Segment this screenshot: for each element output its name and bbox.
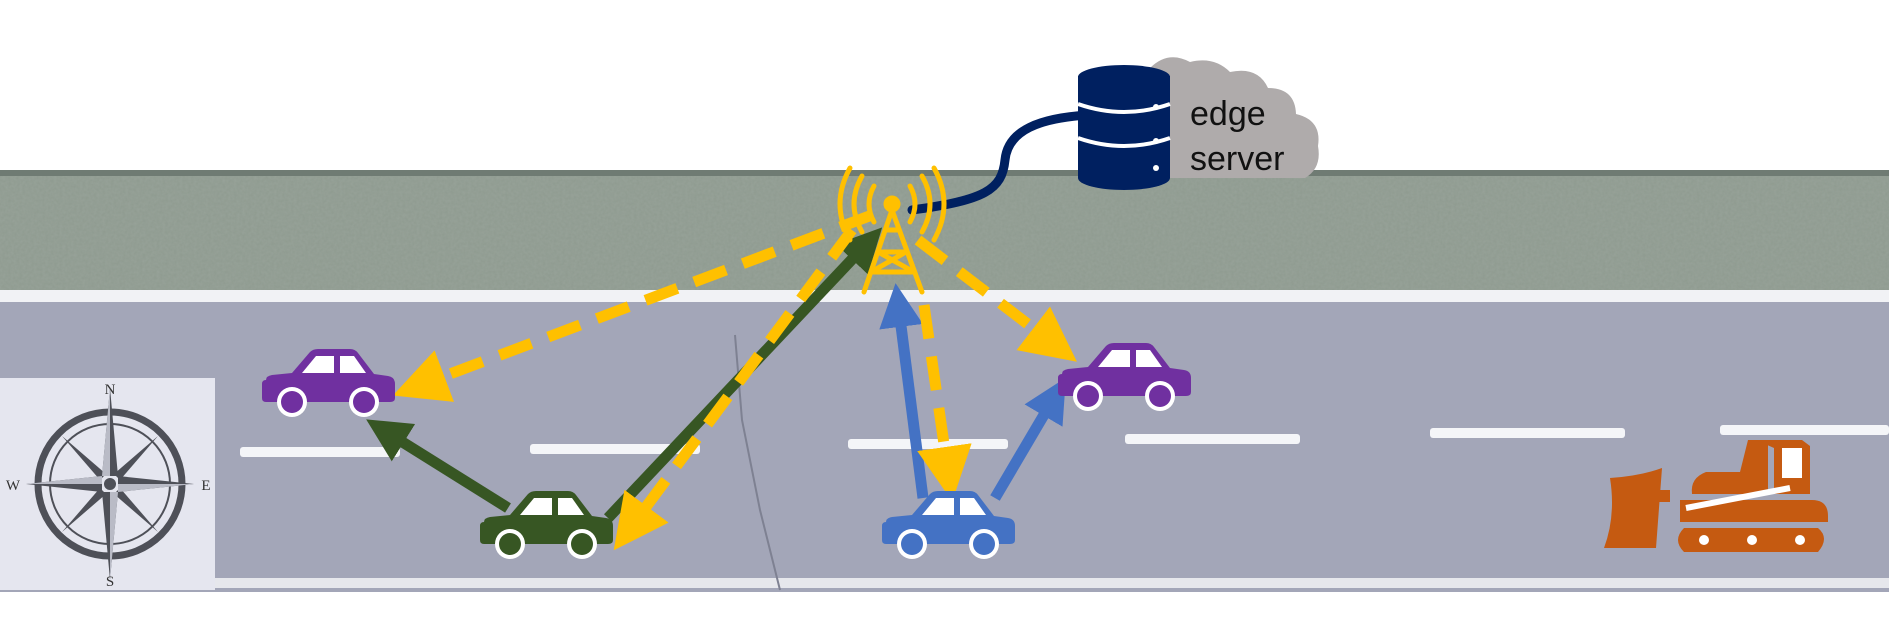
- backhaul-cable: [907, 110, 1093, 215]
- lane-markings: [240, 425, 1889, 457]
- edge-server-group: edge server: [1077, 57, 1319, 190]
- compass-east-label: E: [201, 478, 210, 494]
- broadcast-arrow-right-car: [914, 235, 1077, 362]
- broadcast-arrow-green-car: [613, 226, 857, 551]
- compass-rose-icon: [26, 388, 194, 580]
- compass-panel: N S E W: [0, 378, 215, 590]
- broadcast-arrow-blue-car: [917, 304, 972, 502]
- database-icon: [1077, 65, 1171, 190]
- green-uplink-arrow: [603, 227, 883, 522]
- broadcast-links: [392, 209, 1077, 551]
- compass-north-label: N: [105, 382, 116, 398]
- cloud-icon: [1131, 57, 1319, 179]
- compass-south-label: S: [106, 574, 114, 590]
- blue-v2v-arrow: [990, 377, 1066, 501]
- bulldozer-icon: [1604, 440, 1828, 552]
- compass-west-label: W: [6, 478, 21, 494]
- cell-tower-icon: [837, 165, 947, 295]
- edge-server-label-line2: server: [1190, 140, 1284, 178]
- verge-top-edge: [0, 170, 1889, 176]
- broadcast-arrow-left-car: [392, 209, 874, 402]
- green-links: [366, 227, 883, 522]
- green-v2v-arrow: [366, 419, 511, 513]
- edge-server-label-line1: edge: [1190, 95, 1266, 133]
- road-edge-line-top: [0, 290, 1889, 302]
- road-edge-line-bottom: [0, 578, 1889, 588]
